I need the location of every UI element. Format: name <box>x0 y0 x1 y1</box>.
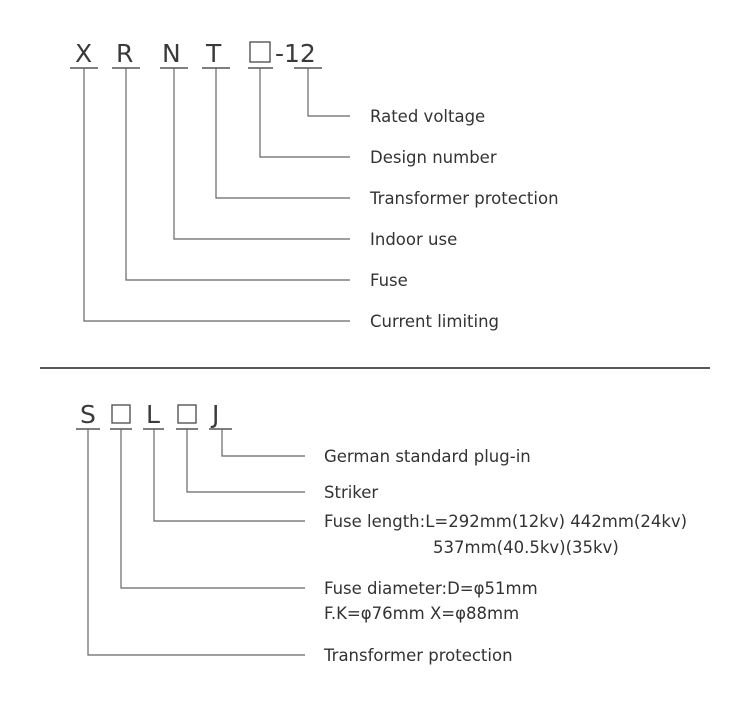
leader-transformer-protection-2 <box>87 429 305 656</box>
model2-code-striker-box <box>177 404 197 424</box>
model1-leaders <box>83 68 350 322</box>
model1-code-t: T <box>205 39 222 68</box>
model2-code-l: L <box>146 400 160 429</box>
leader-fuse-length <box>153 429 305 522</box>
leader-current-limiting <box>83 68 350 322</box>
leader-indoor-use <box>173 68 350 240</box>
leader-fuse <box>125 68 350 281</box>
label-rated-voltage: Rated voltage <box>370 107 485 126</box>
model2-code-s: S <box>80 400 96 429</box>
leader-fuse-diameter <box>120 429 305 589</box>
label-current-limiting: Current limiting <box>370 312 499 331</box>
model1-code-r: R <box>116 39 133 68</box>
label-fuse-length-cont: 537mm(40.5kv)(35kv) <box>433 538 619 557</box>
label-fuse-diameter: Fuse diameter:D=φ51mm <box>324 579 538 598</box>
label-design-number: Design number <box>370 148 497 167</box>
label-fuse-length: Fuse length:L=292mm(12kv) 442mm(24kv) <box>324 512 687 531</box>
label-fuse-diameter-cont: F.K=φ76mm X=φ88mm <box>324 604 519 623</box>
label-fuse: Fuse <box>370 271 408 290</box>
label-indoor-use: Indoor use <box>370 230 457 249</box>
model1-code-x: X <box>75 39 92 68</box>
leader-striker <box>186 429 305 493</box>
model2-code-j: J <box>210 400 219 429</box>
model2-code: S L J <box>76 400 232 430</box>
label-striker: Striker <box>324 483 378 502</box>
leader-design-number <box>259 68 350 158</box>
model1-code-n: N <box>162 39 181 68</box>
leader-german-plug-in <box>221 429 305 457</box>
label-transformer-protection: Transformer protection <box>369 189 559 208</box>
model2-code-diameter-box <box>111 404 131 424</box>
leader-rated-voltage <box>307 68 350 117</box>
model1-code: X R N T -12 <box>70 39 322 69</box>
leader-transformer-protection <box>215 68 350 199</box>
label-german-plug-in: German standard plug-in <box>324 447 531 466</box>
label-transformer-protection-2: Transformer protection <box>323 646 513 665</box>
model1-code-voltage: -12 <box>275 39 316 68</box>
model2-leaders <box>87 429 305 656</box>
model2-labels: German standard plug-in Striker Fuse len… <box>323 447 687 665</box>
model1-code-design-box <box>249 41 271 63</box>
model1-labels: Rated voltage Design number Transformer … <box>369 107 559 331</box>
